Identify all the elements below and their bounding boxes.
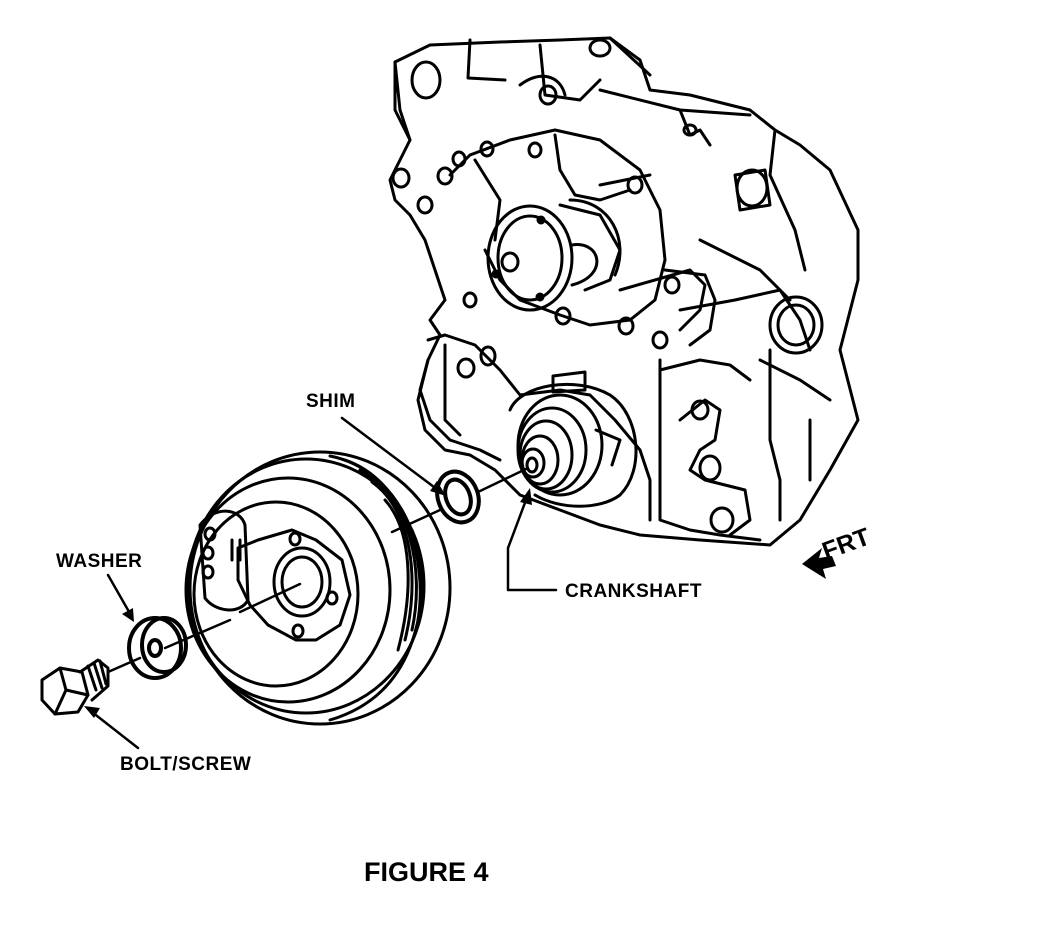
bolt-leader bbox=[90, 710, 140, 750]
assembly-centerline bbox=[106, 466, 530, 674]
crankshaft-arrowhead bbox=[520, 488, 532, 505]
shim-arrowhead bbox=[430, 481, 446, 496]
crankshaft-leader bbox=[506, 498, 558, 592]
shim-part bbox=[435, 469, 481, 525]
bolt-arrowhead bbox=[84, 706, 100, 718]
shim-label: SHIM bbox=[306, 391, 356, 412]
engine-front-assembly bbox=[388, 36, 860, 547]
shim-leader bbox=[340, 416, 440, 492]
frt-label: FRT bbox=[818, 523, 873, 566]
washer-part bbox=[127, 616, 188, 680]
front-direction-indicator: FRT bbox=[802, 523, 874, 579]
crankshaft-label: CRANKSHAFT bbox=[565, 581, 702, 602]
crankshaft-pulley bbox=[184, 450, 452, 726]
leader-lines bbox=[84, 416, 558, 750]
washer-arrowhead bbox=[122, 608, 134, 622]
bolt-part bbox=[40, 658, 110, 716]
washer-leader bbox=[106, 573, 130, 612]
front-arrow-icon bbox=[802, 548, 836, 579]
bolt-screw-label: BOLT/SCREW bbox=[120, 754, 251, 775]
figure-caption: FIGURE 4 bbox=[364, 857, 489, 887]
washer-label: WASHER bbox=[56, 551, 142, 572]
